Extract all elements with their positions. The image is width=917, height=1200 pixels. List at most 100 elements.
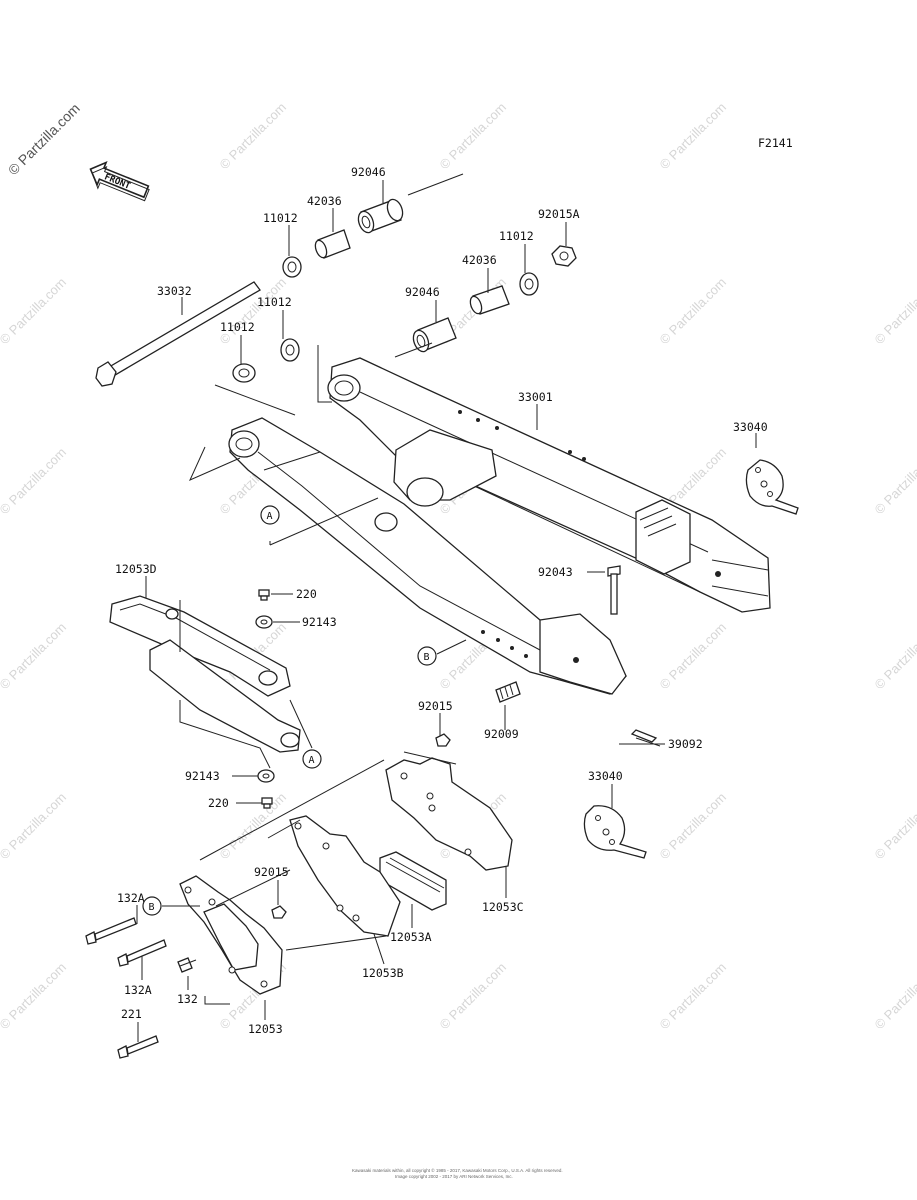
oil-seal-11012-left — [232, 363, 256, 383]
label-92143-top: 92143 — [302, 615, 337, 629]
svg-text:B: B — [149, 902, 155, 913]
label-11012-left: 11012 — [220, 320, 255, 334]
bolt-92043 — [607, 565, 621, 615]
watermark: © Partzilla.com — [872, 620, 917, 693]
footer-copyright: Kawasaki materials within, all copyright… — [352, 1167, 563, 1179]
pivot-shaft-33032 — [95, 281, 261, 387]
label-42036-mid: 42036 — [462, 253, 497, 267]
watermark: © Partzilla.com — [0, 790, 69, 863]
oil-seal-11012-mid — [280, 338, 300, 362]
label-33001: 33001 — [518, 390, 553, 404]
chain-adjuster-33040-bottom — [583, 805, 647, 859]
label-132A-2: 132A — [124, 983, 152, 997]
label-92046-mid: 92046 — [405, 285, 440, 299]
oil-seal-11012-top-left — [282, 256, 302, 278]
svg-text:A: A — [267, 511, 273, 522]
watermark: © Partzilla.com — [657, 620, 730, 693]
label-92009: 92009 — [484, 727, 519, 741]
svg-text:A: A — [309, 755, 315, 766]
watermark: © Partzilla.com — [872, 960, 917, 1033]
watermark-corner: © Partzilla.com — [5, 100, 83, 178]
watermark: © Partzilla.com — [0, 275, 69, 348]
cotter-pin-39092 — [630, 729, 661, 747]
watermark: © Partzilla.com — [437, 960, 510, 1033]
label-92143-bottom: 92143 — [185, 769, 220, 783]
watermark: © Partzilla.com — [872, 275, 917, 348]
screw-220-top — [258, 589, 270, 601]
bolt-221 — [117, 1035, 159, 1059]
label-12053A: 12053A — [390, 930, 432, 944]
collar-92143-bottom — [257, 769, 275, 783]
label-132: 132 — [177, 992, 198, 1006]
label-42036-top: 42036 — [307, 194, 342, 208]
label-11012-top-right: 11012 — [499, 229, 534, 243]
label-220-top: 220 — [296, 587, 317, 601]
nut-92015-mid — [435, 733, 451, 747]
watermark: © Partzilla.com — [657, 100, 730, 173]
part-labels: 92046 42036 11012 92015A 11012 42036 920… — [115, 165, 768, 1036]
label-221: 221 — [121, 1007, 142, 1021]
footer-line-2: Image copyright 2002 - 2017 by ARI Netwo… — [395, 1174, 513, 1179]
callout-A-lower: A — [302, 749, 322, 769]
label-33032: 33032 — [157, 284, 192, 298]
watermark: © Partzilla.com — [217, 100, 290, 173]
leader-lines-top — [181, 173, 567, 364]
bolt-132A-upper — [85, 917, 137, 945]
callout-B-upper: B — [417, 646, 437, 666]
collar-92143-top — [255, 615, 273, 629]
collar-42036-mid — [469, 285, 510, 315]
watermark: © Partzilla.com — [872, 445, 917, 518]
label-39092: 39092 — [668, 737, 703, 751]
label-12053: 12053 — [248, 1022, 283, 1036]
watermark: © Partzilla.com — [437, 100, 510, 173]
label-33040-bottom: 33040 — [588, 769, 623, 783]
chain-adjuster-33040-top — [745, 459, 799, 515]
chain-slider-12053D — [109, 595, 301, 753]
swingarm-33001 — [228, 357, 771, 695]
collar-42036-top — [314, 229, 351, 259]
bolt-132A-lower — [117, 939, 167, 967]
chain-guide-12053 — [179, 875, 283, 995]
nut-92015A — [551, 245, 577, 267]
label-11012-mid: 11012 — [257, 295, 292, 309]
label-132A-1: 132A — [117, 891, 145, 905]
watermark: © Partzilla.com — [657, 275, 730, 348]
leader-lines-swingarm — [189, 345, 757, 655]
label-12053B: 12053B — [362, 966, 404, 980]
stud-92009 — [495, 681, 521, 703]
watermark: © Partzilla.com — [657, 790, 730, 863]
needle-bearing-92046-top — [357, 198, 404, 234]
screw-220-bottom — [261, 797, 273, 809]
label-92015-mid: 92015 — [418, 699, 453, 713]
leader-lines-guide — [136, 751, 507, 1042]
bolt-132 — [177, 957, 197, 973]
watermark: © Partzilla.com — [0, 620, 69, 693]
leader-lines-slider — [145, 576, 665, 808]
label-92015A: 92015A — [538, 207, 580, 221]
watermark: © Partzilla.com — [0, 960, 69, 1033]
svg-text:B: B — [424, 652, 430, 663]
footer-line-1: Kawasaki materials within, all copyright… — [352, 1167, 563, 1173]
figure-code: F2141 — [758, 136, 793, 150]
callout-B-lower: B — [142, 896, 162, 916]
guide-plate-12053B — [289, 815, 401, 937]
guide-plate-12053C — [385, 757, 513, 871]
watermark: © Partzilla.com — [657, 960, 730, 1033]
label-92015-low: 92015 — [254, 865, 289, 879]
label-220-bottom: 220 — [208, 796, 229, 810]
needle-bearing-92046-mid — [412, 317, 457, 353]
label-12053D: 12053D — [115, 562, 157, 576]
watermark: © Partzilla.com — [872, 790, 917, 863]
oil-seal-11012-top-right — [519, 272, 539, 296]
nut-92015-low — [271, 905, 287, 919]
watermark: © Partzilla.com — [0, 445, 69, 518]
label-92043: 92043 — [538, 565, 573, 579]
front-arrow-icon: FRONT — [89, 161, 150, 202]
label-33040-top: 33040 — [733, 420, 768, 434]
label-12053C: 12053C — [482, 900, 524, 914]
label-11012-top-left: 11012 — [263, 211, 298, 225]
callout-A-upper: A — [260, 505, 280, 525]
label-92046-top: 92046 — [351, 165, 386, 179]
